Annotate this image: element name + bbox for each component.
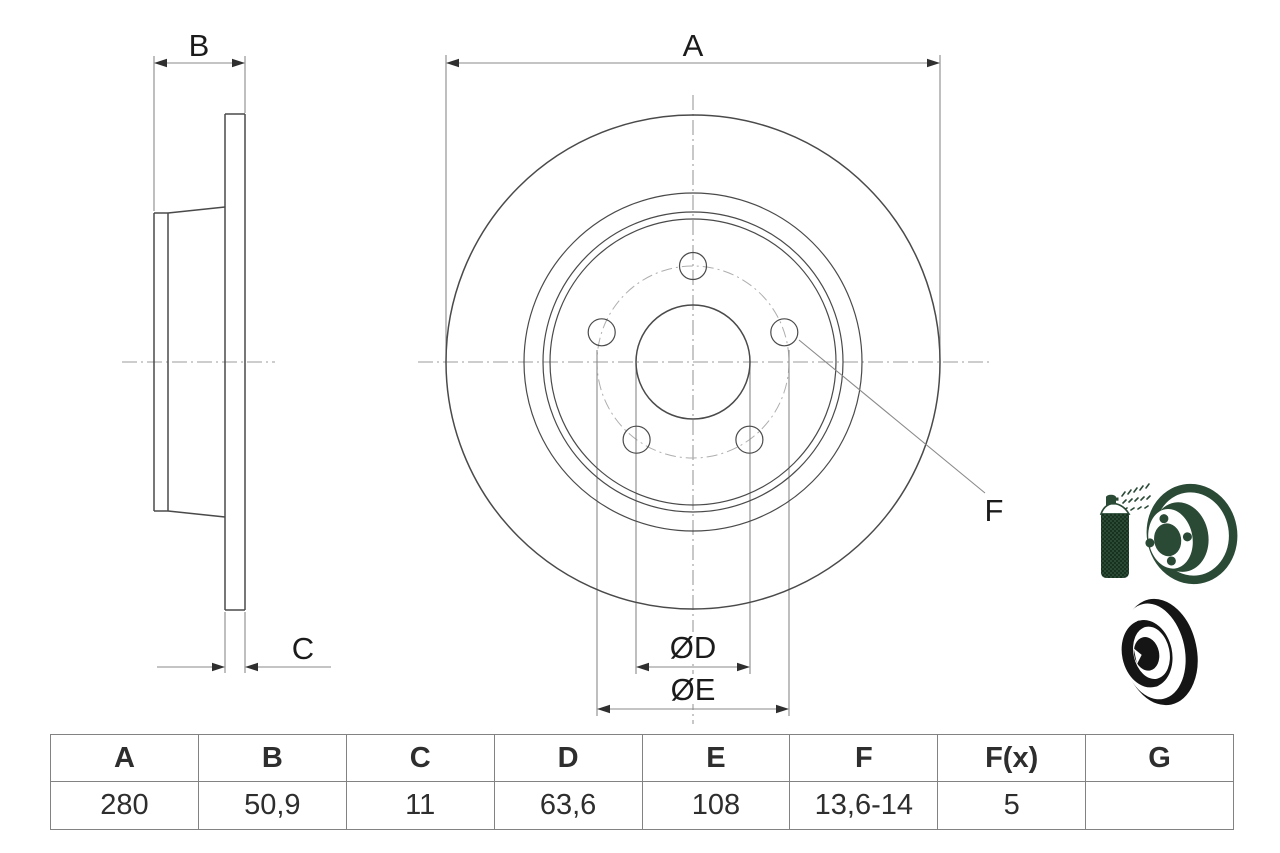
hat-inner-circle xyxy=(549,218,837,506)
bolt-hole xyxy=(622,425,651,454)
spec-value-d: 63,6 xyxy=(493,781,643,830)
spec-table: A B C D E F F(x) G 280 50,9 11 63,6 108 … xyxy=(50,734,1234,830)
front-view xyxy=(445,55,941,716)
dimension-a: A xyxy=(446,28,940,68)
spec-value-fx: 5 xyxy=(937,781,1087,830)
spec-value-e: 108 xyxy=(641,781,791,830)
spec-value-row: 280 50,9 11 63,6 108 13,6-14 5 xyxy=(50,781,1234,830)
spray-can-icon xyxy=(1099,494,1131,578)
bolt-hole xyxy=(735,425,764,454)
dimension-d: ØD xyxy=(636,630,750,672)
spec-header-b: B xyxy=(197,734,347,782)
hat-outer-circle xyxy=(542,211,844,513)
dimension-e: ØE xyxy=(597,672,789,714)
spec-value-a: 280 xyxy=(50,781,199,830)
coated-disc-icon xyxy=(1145,483,1238,585)
spec-header-c: C xyxy=(345,734,495,782)
spec-value-g xyxy=(1085,781,1234,830)
solid-disc-icon xyxy=(1120,598,1198,706)
f-leader: F xyxy=(798,339,1004,528)
side-view-cross-section xyxy=(153,56,246,673)
coated-disc-spray-icon xyxy=(1099,483,1238,585)
dim-label-e: ØE xyxy=(671,672,716,707)
dimension-b: B xyxy=(154,28,245,68)
spec-header-row: A B C D E F F(x) G xyxy=(50,734,1234,782)
dim-label-f: F xyxy=(985,493,1004,528)
spec-value-c: 11 xyxy=(345,781,495,830)
spec-header-fx: F(x) xyxy=(937,734,1087,782)
spec-header-e: E xyxy=(641,734,791,782)
spec-header-d: D xyxy=(493,734,643,782)
spec-value-b: 50,9 xyxy=(197,781,347,830)
center-bore-circle xyxy=(635,304,751,420)
bolt-hole xyxy=(587,318,616,347)
technical-drawing-canvas: B C A xyxy=(122,28,1238,724)
spray-droplets-icon xyxy=(1121,483,1151,511)
spec-header-f: F xyxy=(789,734,939,782)
dim-label-a: A xyxy=(683,28,704,63)
spec-header-g: G xyxy=(1085,734,1234,782)
spec-header-a: A xyxy=(50,734,199,782)
dim-label-c: C xyxy=(292,631,314,666)
dimension-c: C xyxy=(157,631,331,672)
bolt-hole xyxy=(678,251,708,281)
dim-label-b: B xyxy=(189,28,210,63)
dim-label-d: ØD xyxy=(670,630,717,665)
bolt-hole xyxy=(770,318,799,347)
friction-surface-circle xyxy=(523,192,863,532)
outer-diameter-circle xyxy=(445,114,941,610)
centerlines xyxy=(122,95,990,724)
spec-value-f: 13,6-14 xyxy=(789,781,939,830)
